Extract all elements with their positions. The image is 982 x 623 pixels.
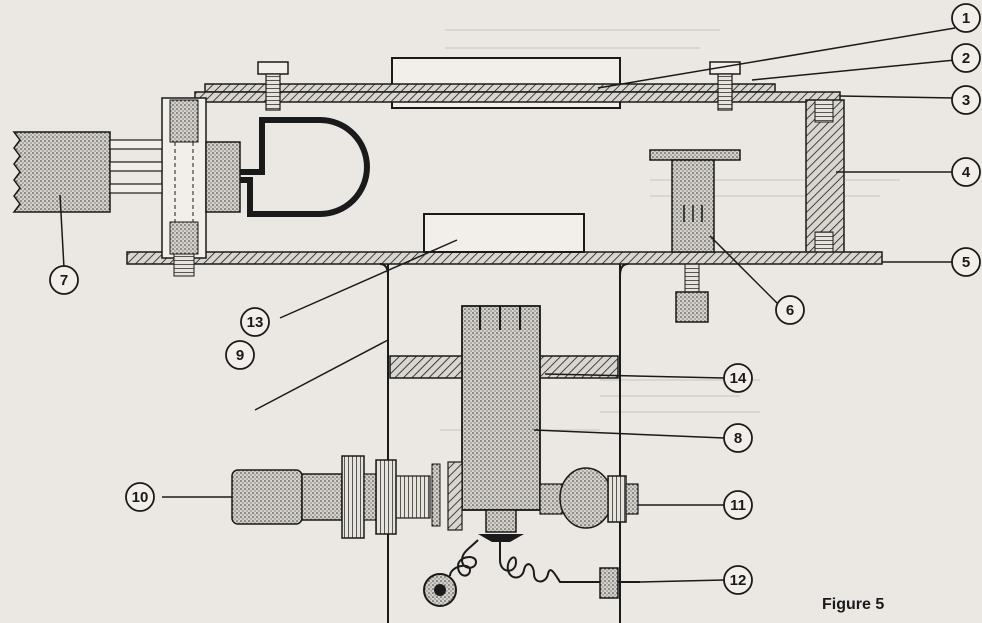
coiled-wire-left [423,539,479,607]
callout-1: 1 [951,3,981,33]
callout-circle [951,247,981,277]
left-flange-insert-bottom [169,221,199,255]
callout-circle [723,565,753,595]
figure-caption: Figure 5 [822,596,885,613]
callout-14: 14 [723,363,753,393]
callout-circle [240,307,270,337]
callout-circle [951,43,981,73]
callout-circle [723,363,753,393]
leader-lines [59,27,956,583]
callout-number: 11 [730,497,746,514]
callout-number: 4 [962,164,971,181]
callout-3: 3 [951,85,981,115]
callout-circle [951,85,981,115]
callout-number: 9 [236,347,244,364]
right-wall [805,99,845,256]
u-loop-element [240,117,370,217]
callout-4: 4 [951,157,981,187]
cable-pin-3 [109,183,163,194]
callout-circle [723,490,753,520]
left-flange-screw [173,253,195,277]
cable-pin-2 [109,161,163,172]
callout-13: 13 [240,307,270,337]
callout-2: 2 [951,43,981,73]
callout-number: 2 [962,50,970,67]
callout-number: 8 [734,430,742,447]
callout-circle [723,423,753,453]
callout-circle [951,157,981,187]
callout-9: 9 [225,340,255,370]
right-coax-connector [539,467,639,529]
coiled-wire-right [499,542,600,583]
callout-12: 12 [723,565,753,595]
right-wall-screw-top [814,99,834,123]
top-lid [194,91,841,103]
callout-circle [775,295,805,325]
callout-number: 1 [962,10,970,27]
inner-connector-block [205,141,241,213]
left-cable [12,131,111,213]
top-screw-left [257,61,289,111]
left-flange-insert-top [169,99,199,143]
callout-11: 11 [723,490,753,520]
callout-number: 5 [962,254,970,271]
callout-number: 12 [730,572,747,589]
base-plate [126,251,883,265]
callout-8: 8 [723,423,753,453]
callout-number: 7 [60,272,68,289]
callout-5: 5 [951,247,981,277]
callout-10: 10 [125,482,155,512]
central-cylinder [461,305,541,542]
lower-housing [379,263,629,623]
callout-circle [125,482,155,512]
callout-number: 14 [730,370,747,387]
callout-circle [225,340,255,370]
callout-7: 7 [49,265,79,295]
lower-block [423,213,585,253]
adjustment-post [649,149,741,323]
left-coax-connector [231,455,463,539]
top-screw-right [709,61,741,111]
callout-circle [951,3,981,33]
upper-gasket-plate [204,83,776,93]
right-terminal [580,567,640,599]
callout-circle [49,265,79,295]
callout-number: 13 [247,314,264,331]
cable-pin-1 [109,139,163,150]
callout-number: 10 [132,489,149,506]
callout-number: 3 [962,92,970,109]
callout-6: 6 [775,295,805,325]
callout-number: 6 [786,302,794,319]
